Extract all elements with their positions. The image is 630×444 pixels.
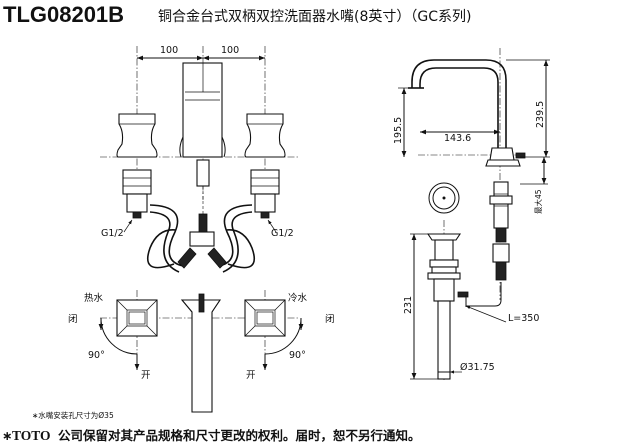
closed-label-right: 闭 <box>325 313 335 325</box>
footer-star: ∗ <box>2 428 12 443</box>
front-view: 100 100 <box>100 45 300 273</box>
install-hole-note: ∗水嘴安装孔尺寸为Ø35 <box>32 410 114 420</box>
spout-body <box>182 62 223 158</box>
gooseneck-outer <box>411 59 507 148</box>
spout-top-view <box>180 299 222 413</box>
dim-spacing-right: 100 <box>221 45 239 56</box>
left-handle-top <box>116 299 158 337</box>
popup-lever <box>515 152 526 159</box>
drain-cap-top-view <box>428 182 460 214</box>
spout-shank <box>196 159 210 187</box>
thread-label-left: G1/2 <box>101 228 124 239</box>
dim-spacing-left: 100 <box>160 45 178 56</box>
left-hose <box>149 204 185 267</box>
open-label-right: 开 <box>246 370 256 381</box>
right-hose <box>217 204 253 267</box>
dim-max-thickness: 最大45 <box>533 189 543 214</box>
cold-water-label: 冷水 <box>288 292 308 304</box>
dim-spout-height: 195.5 <box>393 117 404 144</box>
model-code: TLG08201B <box>3 2 124 27</box>
closed-label-left: 闭 <box>68 313 78 325</box>
brand-name: TOTO <box>12 428 51 443</box>
right-handle-top <box>244 299 286 337</box>
mixing-tee <box>189 231 215 247</box>
drain-flange <box>426 233 462 241</box>
dim-drain-diameter: Ø31.75 <box>460 362 495 373</box>
open-label-left: 开 <box>141 370 151 381</box>
drain-tailpiece <box>437 300 451 380</box>
dim-total-height: 239.5 <box>535 101 546 128</box>
left-handle-body <box>116 113 158 158</box>
angle-label-left: 90° <box>88 350 105 361</box>
footer-disclaimer: ∗ TOTO 公司保留对其产品规格和尺寸更改的权利。届时，恕不另行通知。 <box>2 428 421 443</box>
plan-view: 热水 冷水 闭 闭 90° 90° 开 开 ∗水嘴安装孔尺寸为Ø35 <box>32 290 335 420</box>
side-view: 143.6 195.5 239.5 最大45 231 <box>393 48 550 380</box>
dim-reach: 143.6 <box>444 133 471 144</box>
thread-label-right: G1/2 <box>271 228 294 239</box>
dim-drain-length: 231 <box>403 296 414 314</box>
left-valve-body <box>122 169 152 195</box>
disclaimer-text: 公司保留对其产品规格和尺寸更改的权利。届时，恕不另行通知。 <box>58 428 421 443</box>
right-valve-body <box>250 169 280 195</box>
hot-water-label: 热水 <box>84 292 104 304</box>
product-description: 铜合金台式双柄双控洗面器水嘴(8英寸）（GC系列) <box>158 8 471 25</box>
angle-label-right: 90° <box>289 350 306 361</box>
dim-rod-length: L=350 <box>508 313 539 324</box>
right-handle-body <box>244 113 286 158</box>
spout-shank-side <box>493 181 509 229</box>
